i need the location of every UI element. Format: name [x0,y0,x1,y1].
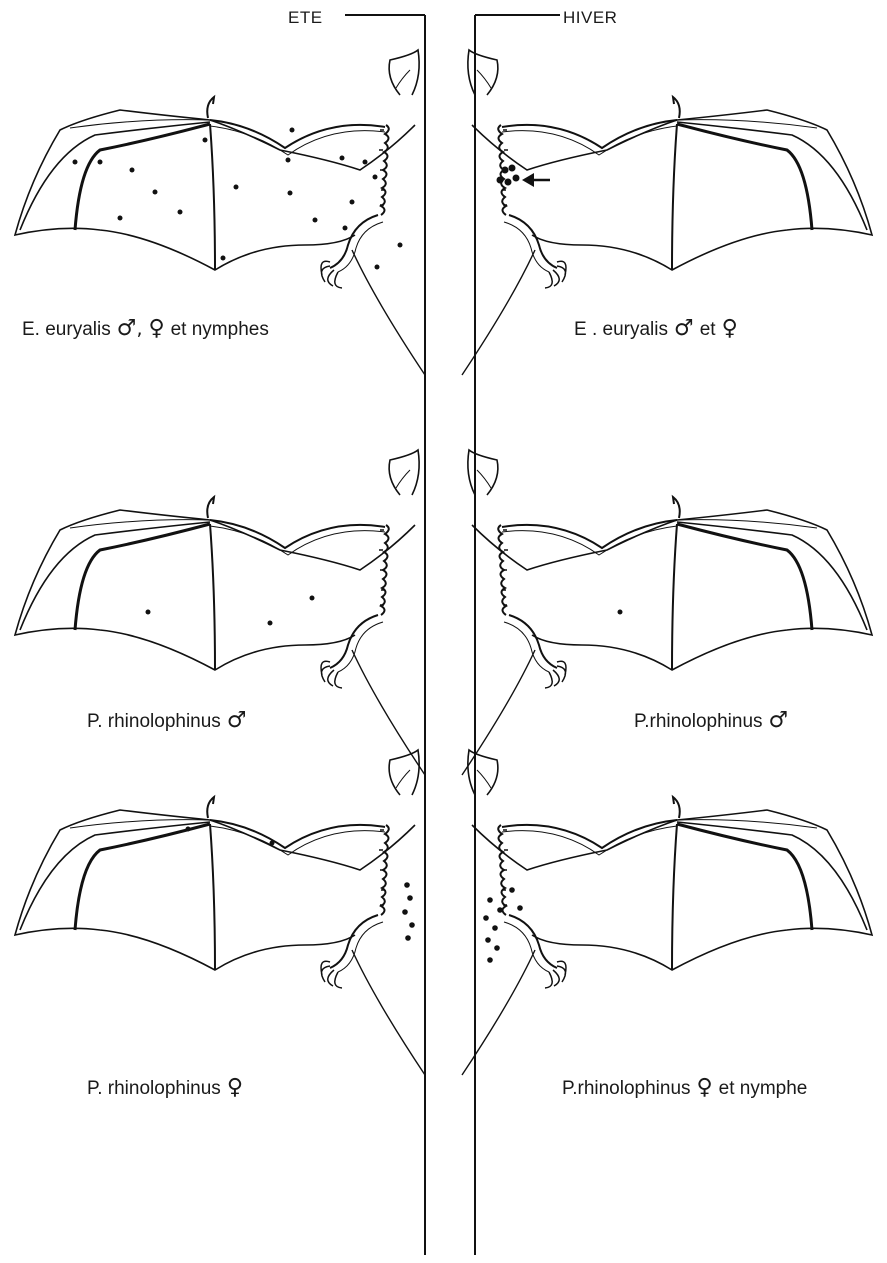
caption-winter-3: P.rhinolophinus ♀ et nymphe [562,1077,807,1100]
bat-drawing-summer-3 [15,750,425,1075]
caption-connector: et [700,319,716,340]
female-symbol: ♀ [227,1075,243,1100]
male-symbol: ♂ [117,316,137,341]
male-symbol: ♂ [769,708,789,733]
caption-winter-1: E . euryalis ♂ et ♀ [574,318,738,341]
male-symbol: ♂ [674,316,694,341]
bat-drawing-winter-3 [462,750,872,1075]
caption-suffix: et nymphes [171,319,269,340]
female-symbol: ♀ [722,316,738,341]
species-name: P. rhinolophinus [87,711,221,732]
header-winter: HIVER [563,7,617,29]
caption-summer-2: P. rhinolophinus ♂ [87,710,247,733]
caption-summer-1: E. euryalis ♂, ♀ et nymphes [22,318,269,341]
female-symbol: ♀ [148,316,164,341]
caption-winter-2: P.rhinolophinus ♂ [634,710,788,733]
species-name: E. euryalis [22,319,111,340]
mites-summer-1 [73,128,403,270]
species-name: P.rhinolophinus [562,1078,691,1099]
mites-summer-3 [186,827,415,941]
male-symbol: ♂ [227,708,247,733]
mites-winter-2 [618,610,623,615]
caption-suffix: et nymphe [719,1078,808,1099]
caption-summer-3: P. rhinolophinus ♀ [87,1077,243,1100]
header-summer: ETE [288,7,323,29]
species-name: P. rhinolophinus [87,1078,221,1099]
species-name: P.rhinolophinus [634,711,763,732]
separator: , [136,318,142,340]
female-symbol: ♀ [697,1075,713,1100]
species-name: E . euryalis [574,319,668,340]
mites-summer-2 [146,596,315,626]
arrow-icon [522,173,550,187]
